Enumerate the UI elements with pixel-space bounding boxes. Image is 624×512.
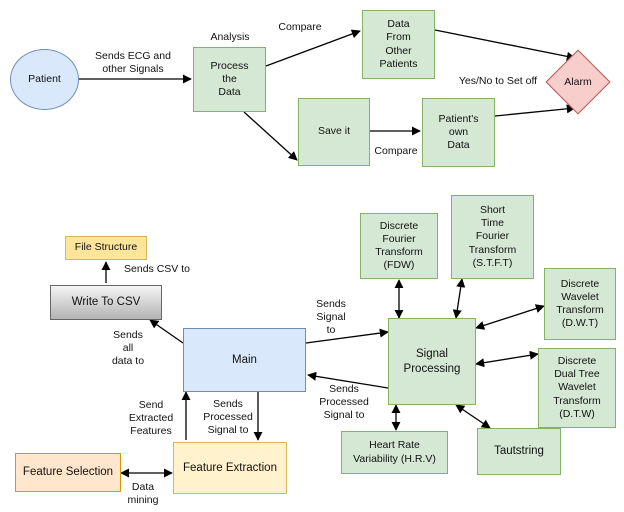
- label-yes-no: Yes/No to Set off: [458, 75, 538, 87]
- file-structure-node: File Structure: [65, 236, 147, 260]
- label-analysis: Analysis: [210, 31, 250, 43]
- arrow-main-to-write-csv: [149, 319, 184, 344]
- label-sends-processed-main: Sends Processed Signal to: [203, 398, 253, 437]
- stft-node: Short Time Fourier Transform (S.T.F.T): [451, 195, 534, 279]
- feature-selection-node: Feature Selection: [15, 453, 121, 492]
- label-send-extracted: Send Extracted Features: [128, 399, 174, 438]
- save-node: Save it: [298, 98, 370, 166]
- hrv-node: Heart Rate Variability (H.R.V): [341, 431, 448, 474]
- label-sends-processed-signal: Sends Processed Signal to: [319, 383, 369, 422]
- feature-extraction-node: Feature Extraction: [173, 442, 287, 494]
- label-sends-ecg: Sends ECG and other Signals: [95, 50, 171, 76]
- arrow-process-to-save: [243, 111, 298, 161]
- signal-processing-node: Signal Processing: [388, 318, 476, 405]
- main-node: Main: [183, 328, 306, 392]
- tautstring-node: Tautstring: [477, 428, 561, 475]
- dwt-node: Discrete Wavelet Transform (D.W.T): [544, 268, 616, 340]
- patient-node: Patient: [10, 49, 79, 110]
- alarm-label: Alarm: [564, 76, 592, 88]
- alarm-node: Alarm: [545, 49, 611, 115]
- process-node: Process the Data: [193, 47, 266, 112]
- arrow-stft-signal-processing: [452, 278, 466, 319]
- label-compare-bottom: Compare: [374, 145, 418, 157]
- arrow-other-patients-to-alarm: [434, 29, 576, 61]
- label-data-mining: Data mining: [127, 481, 159, 507]
- arrow-tautstring-signal-processing: [455, 404, 491, 429]
- arrow-own-data-to-alarm: [494, 104, 576, 117]
- arrow-main-to-signal-processing: [305, 328, 389, 344]
- arrow-dwt-signal-processing: [475, 304, 545, 330]
- arrow-signal-processing-to-main: [307, 371, 389, 389]
- label-sends-all: Sends all data to: [111, 329, 145, 368]
- dtw-node: Discrete Dual Tree Wavelet Transform (D.…: [538, 348, 616, 428]
- dft-node: Discrete Fourier Transform (FDW): [360, 213, 438, 279]
- arrow-dtw-signal-processing: [475, 350, 539, 368]
- arrow-process-to-other-patients: [265, 29, 361, 67]
- write-csv-node: Write To CSV: [50, 285, 162, 320]
- label-compare-top: Compare: [278, 21, 322, 33]
- other-patients-node: Data From Other Patients: [362, 10, 435, 79]
- own-data-node: Patient's own Data: [422, 98, 495, 167]
- label-sends-signal: Sends Signal to: [316, 298, 346, 337]
- label-sends-csv: Sends CSV to: [124, 263, 190, 275]
